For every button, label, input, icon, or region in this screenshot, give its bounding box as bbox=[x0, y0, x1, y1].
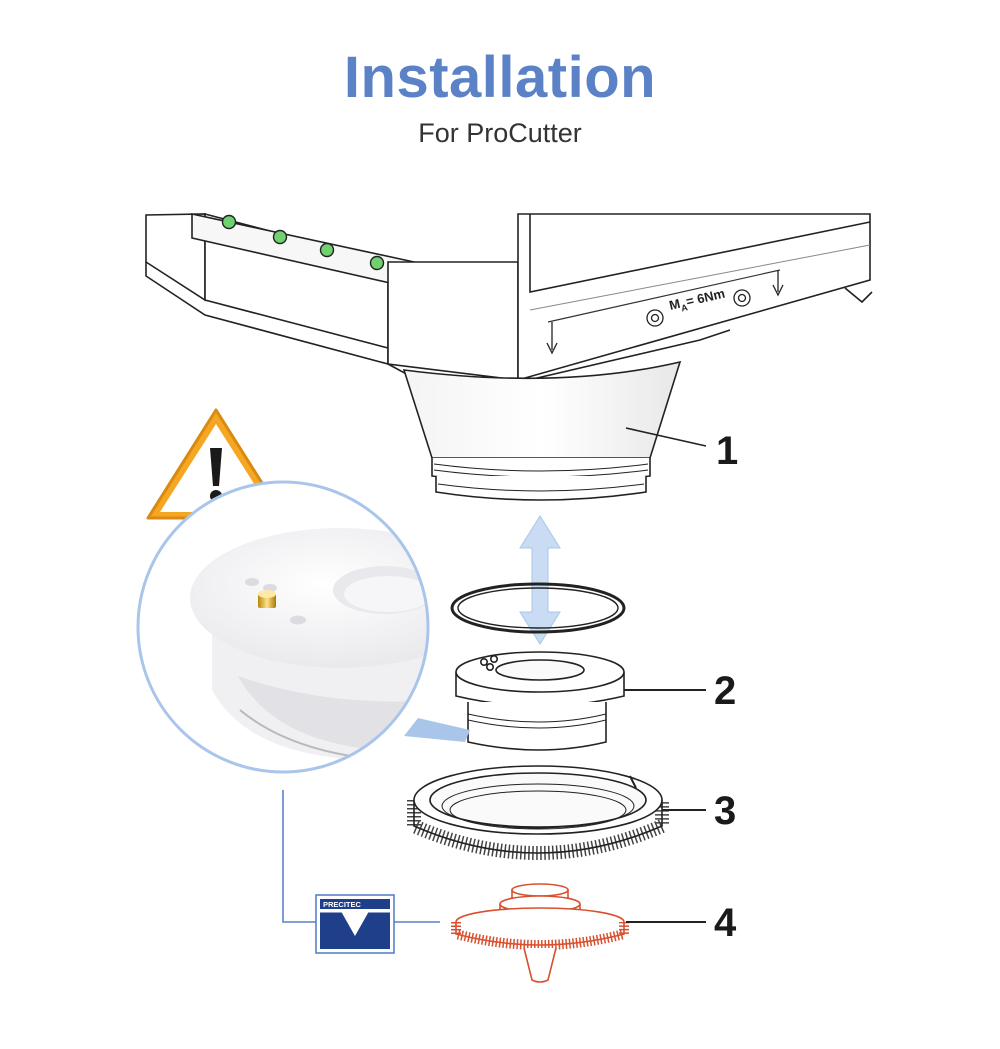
led-icon bbox=[272, 229, 288, 245]
led-icon bbox=[369, 255, 385, 271]
status-leds bbox=[221, 214, 385, 271]
led-icon bbox=[319, 242, 335, 258]
magnified-detail bbox=[136, 480, 470, 774]
knurled-nut bbox=[407, 765, 669, 860]
callout-3: 3 bbox=[714, 789, 736, 833]
svg-text:PRECITEC: PRECITEC bbox=[323, 900, 362, 909]
nozzle bbox=[451, 883, 629, 983]
callout-4: 4 bbox=[714, 901, 737, 945]
svg-text:MA= 6Nm: MA= 6Nm bbox=[668, 286, 727, 316]
page-subtitle: For ProCutter bbox=[418, 118, 582, 148]
torque-marker bbox=[546, 270, 784, 355]
cutting-head-housing bbox=[145, 212, 873, 383]
led-icon bbox=[221, 214, 237, 230]
brand-connector bbox=[282, 790, 440, 923]
leader-line-1 bbox=[625, 427, 707, 447]
precitec-logo: PRECITEC bbox=[315, 894, 395, 954]
cutting-head-cone bbox=[402, 360, 682, 501]
magnifier-ring bbox=[136, 480, 430, 774]
callout-2: 2 bbox=[714, 669, 736, 713]
torque-label: MA= 6Nm bbox=[668, 286, 727, 316]
page-title: Installation bbox=[343, 45, 657, 110]
ceramic-ring bbox=[455, 651, 625, 751]
o-ring bbox=[450, 582, 626, 634]
double-arrow-icon bbox=[519, 515, 561, 645]
callout-1: 1 bbox=[716, 429, 738, 473]
